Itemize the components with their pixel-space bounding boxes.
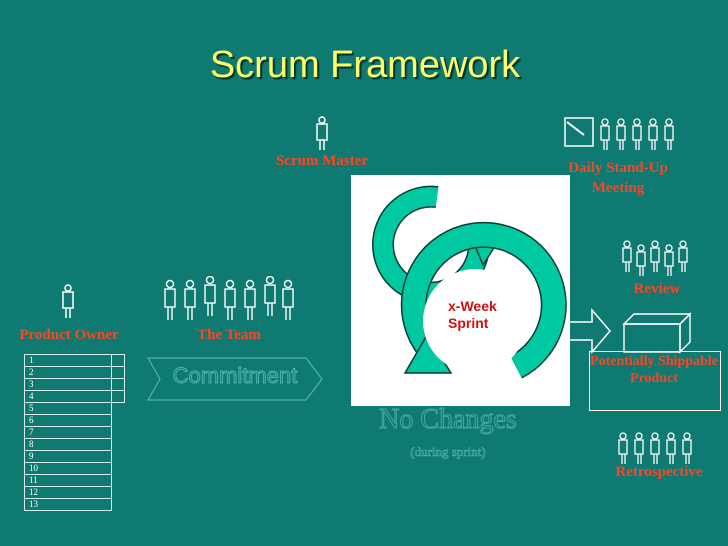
backlog-item-number: 12 [24, 486, 112, 499]
table-row: 11 [24, 474, 125, 487]
output-arrow [568, 308, 611, 354]
table-row: 6 [24, 414, 125, 427]
clock-icon [564, 117, 594, 147]
backlog-item-number: 3 [24, 378, 112, 391]
backlog-item-number: 1 [24, 354, 112, 367]
backlog-item-number: 8 [24, 438, 112, 451]
product-backlog: 1 2 3 4 5 6 7 8 9 10 11 12 13 [24, 354, 125, 511]
standup-team-icon [600, 118, 674, 150]
retrospective-label: Retrospective [615, 464, 703, 480]
backlog-item-number: 10 [24, 462, 112, 475]
table-row: 7 [24, 426, 125, 439]
table-row: 9 [24, 450, 125, 463]
backlog-item-number: 5 [24, 402, 112, 415]
backlog-item-number: 6 [24, 414, 112, 427]
sprint-word: Sprint [448, 315, 489, 331]
backlog-item-number: 4 [24, 390, 112, 403]
scrum-master-icon [316, 116, 328, 150]
backlog-item-number: 7 [24, 426, 112, 439]
backlog-item-number: 13 [24, 498, 112, 511]
table-row: 12 [24, 486, 125, 499]
scrum-master-label: Scrum Master [275, 153, 369, 169]
table-row: 8 [24, 438, 125, 451]
during-sprint-label: (during sprint) [410, 444, 486, 460]
sprint-label: x-Week Sprint [448, 298, 497, 332]
product-box-icon [622, 312, 692, 354]
backlog-item-number: 11 [24, 474, 112, 487]
team-icon [164, 276, 294, 320]
team-label: The Team [197, 327, 261, 343]
daily-standup-label: Daily Stand-Up Meeting [568, 160, 668, 196]
commitment-label: Commitment [172, 363, 298, 389]
review-team-icon [622, 240, 688, 276]
table-row: 5 [24, 402, 125, 415]
backlog-table: 1 2 3 4 5 6 7 8 9 10 11 12 13 [24, 354, 125, 511]
no-changes-label: No Changes [379, 404, 518, 436]
product-owner-label: Product Owner [19, 327, 119, 343]
backlog-item-number: 9 [24, 450, 112, 463]
retrospective-team-icon [618, 432, 692, 464]
table-row: 3 [24, 378, 125, 391]
table-row: 4 [24, 390, 125, 403]
sprint-duration: x-Week [448, 298, 497, 314]
table-row: 2 [24, 366, 125, 379]
commitment-arrow [146, 357, 323, 401]
review-label: Review [633, 281, 681, 297]
table-row: 13 [24, 498, 125, 511]
page-title: Scrum Framework [209, 44, 521, 86]
table-row: 10 [24, 462, 125, 475]
product-owner-icon [62, 284, 74, 318]
sprint-cycle-arrows [372, 185, 567, 379]
shippable-product-box [589, 351, 721, 411]
table-row: 1 [24, 354, 125, 367]
shippable-product-label: Potentially Shippable Product [590, 354, 718, 386]
backlog-item-number: 2 [24, 366, 112, 379]
